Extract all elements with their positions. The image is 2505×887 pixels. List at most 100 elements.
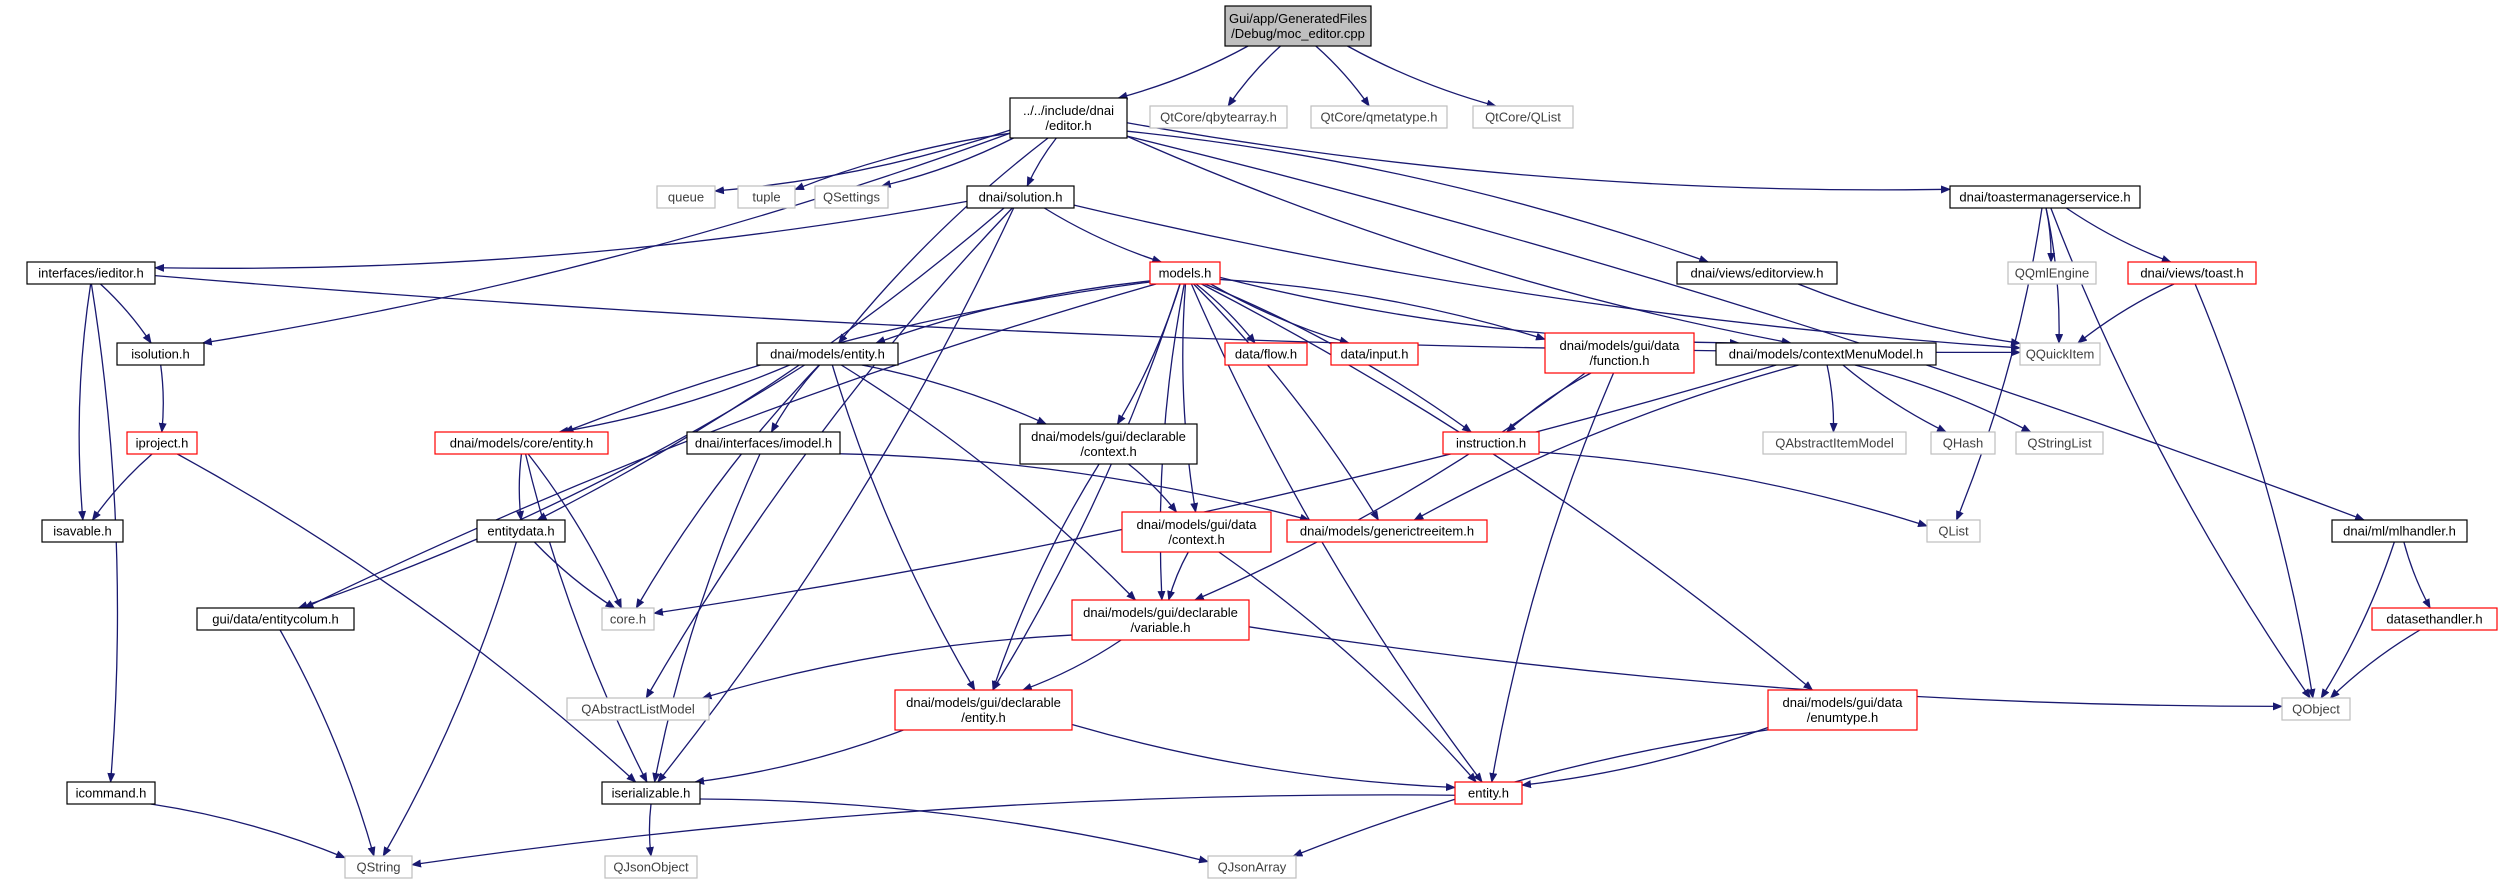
node-box [26, 261, 156, 285]
node-root[interactable]: Gui/app/GeneratedFiles/Debug/moc_editor.… [1224, 5, 1372, 47]
node-label: interfaces/ieditor.h [38, 266, 144, 281]
node-gui_data_function[interactable]: dnai/models/gui/data/function.h [1544, 332, 1695, 374]
edge-ieditor-to-isolution [99, 283, 152, 344]
node-gui_data_context[interactable]: dnai/models/gui/data/context.h [1121, 511, 1272, 553]
edge-models_entity-to-core_h [635, 364, 820, 609]
node-data_flow[interactable]: data/flow.h [1224, 342, 1308, 366]
node-editor_h[interactable]: ../../include/dnai/editor.h [1009, 97, 1128, 139]
node-box [737, 185, 796, 209]
node-qquickitem[interactable]: QQuickItem [2019, 342, 2101, 366]
edge-models_entity-to-gui_decl_entity [831, 364, 976, 691]
node-iserializable[interactable]: iserializable.h [601, 781, 701, 805]
edge-models_h-to-gui_decl_entity [992, 283, 1181, 691]
node-qtcore_qlist[interactable]: QtCore/QList [1472, 105, 1574, 129]
node-qabstractitemmodel[interactable]: QAbstractItemModel [1762, 431, 1907, 455]
node-box [1149, 261, 1221, 285]
edge-models_h-to-data_flow [1195, 283, 1256, 344]
node-core_entity[interactable]: dnai/models/core/entity.h [434, 431, 609, 455]
edge-iproject-to-iserializable [177, 453, 637, 783]
edge-gui_data_enumtype-to-qjsonarray [1292, 729, 1769, 857]
edge-root-to-qmetatype [1315, 45, 1370, 107]
edge-entitydata-to-core_h [533, 541, 616, 609]
edge-root-to-qbytearray [1227, 45, 1281, 107]
node-qbytearray[interactable]: QtCore/qbytearray.h [1149, 105, 1288, 129]
node-data_input[interactable]: data/input.h [1330, 342, 1419, 366]
node-contextmenumodel[interactable]: dnai/models/contextMenuModel.h [1715, 342, 1937, 366]
node-core_h[interactable]: core.h [601, 607, 655, 631]
edge-editor_h-to-contextmenumodel [1126, 135, 1792, 346]
node-imodel[interactable]: dnai/interfaces/imodel.h [686, 431, 841, 455]
node-qlist[interactable]: QList [1926, 519, 1981, 543]
node-qsettings[interactable]: QSettings [814, 185, 889, 209]
node-label: datasethandler.h [2386, 612, 2482, 627]
node-models_entity[interactable]: dnai/models/entity.h [756, 342, 899, 366]
node-label: QJsonObject [613, 860, 689, 875]
edge-solution_h-to-ieditor [154, 200, 968, 272]
node-label: QAbstractListModel [581, 702, 695, 717]
node-qhash[interactable]: QHash [1930, 431, 1996, 455]
node-box [894, 689, 1073, 731]
node-gui_decl_context[interactable]: dnai/models/gui/declarable/context.h [1019, 423, 1198, 465]
node-label: tuple [752, 190, 780, 205]
node-box [116, 342, 205, 366]
edge-iserializable-to-qjsonobject [645, 803, 654, 857]
edge-contextmenumodel-to-core_h [653, 364, 1777, 616]
node-queue[interactable]: queue [656, 185, 716, 209]
node-label: dnai/ml/mlhandler.h [2343, 524, 2456, 539]
node-toast_h[interactable]: dnai/views/toast.h [2127, 261, 2257, 285]
edge-imodel-to-generictreeitem [839, 453, 1311, 522]
node-mlhandler[interactable]: dnai/ml/mlhandler.h [2331, 519, 2468, 543]
node-gui_decl_entity[interactable]: dnai/models/gui/declarable/entity.h [894, 689, 1073, 731]
edge-contextmenumodel-to-qabstractitemmodel [1826, 364, 1838, 433]
node-label: QQuickItem [2026, 347, 2095, 362]
node-qqmlengine[interactable]: QQmlEngine [2007, 261, 2097, 285]
node-label: dnai/models/gui/declarable [1083, 605, 1238, 620]
node-label: iserializable.h [612, 786, 691, 801]
node-qabstractlistmodel[interactable]: QAbstractListModel [566, 697, 710, 721]
node-qjsonobject[interactable]: QJsonObject [604, 855, 698, 879]
node-label: dnai/toastermanagerservice.h [1959, 190, 2130, 205]
dependency-edges [78, 45, 2431, 868]
node-label: dnai/views/editorview.h [1691, 266, 1824, 281]
node-box [1224, 5, 1372, 47]
node-box [1310, 105, 1448, 129]
node-entitycolum[interactable]: gui/data/entitycolum.h [196, 607, 355, 631]
node-toastermanager[interactable]: dnai/toastermanagerservice.h [1949, 185, 2141, 209]
node-box [66, 781, 156, 805]
node-tuple[interactable]: tuple [737, 185, 796, 209]
node-iproject[interactable]: iproject.h [126, 431, 198, 455]
edge-gui_data_enumtype-to-entity_h [1521, 726, 1769, 789]
node-entitydata[interactable]: entitydata.h [476, 519, 566, 543]
node-box [2371, 607, 2498, 631]
node-entity_h[interactable]: entity.h [1454, 781, 1523, 805]
node-qobject[interactable]: QObject [2281, 697, 2351, 721]
node-datasethandler[interactable]: datasethandler.h [2371, 607, 2498, 631]
node-editorview[interactable]: dnai/views/editorview.h [1676, 261, 1838, 285]
node-label: /enumtype.h [1807, 710, 1879, 725]
node-qjsonarray[interactable]: QJsonArray [1207, 855, 1297, 879]
node-box [1715, 342, 1937, 366]
node-box [476, 519, 566, 543]
node-box [1121, 511, 1272, 553]
node-qstringlist[interactable]: QStringList [2015, 431, 2104, 455]
edge-editor_h-to-solution_h [1026, 137, 1057, 187]
node-qstring[interactable]: QString [344, 855, 413, 879]
node-label: entity.h [1468, 786, 1509, 801]
node-qmetatype[interactable]: QtCore/qmetatype.h [1310, 105, 1448, 129]
node-label: /Debug/moc_editor.cpp [1231, 26, 1365, 41]
node-gui_data_enumtype[interactable]: dnai/models/gui/data/enumtype.h [1767, 689, 1918, 731]
edge-models_h-to-data_input [1210, 283, 1350, 345]
node-icommand[interactable]: icommand.h [66, 781, 156, 805]
node-gui_decl_variable[interactable]: dnai/models/gui/declarable/variable.h [1071, 599, 1250, 641]
node-box [1930, 431, 1996, 455]
node-instruction_h[interactable]: instruction.h [1442, 431, 1540, 455]
node-solution_h[interactable]: dnai/solution.h [966, 185, 1075, 209]
edge-models_h-to-generictreeitem [1193, 283, 1379, 521]
node-models_h[interactable]: models.h [1149, 261, 1221, 285]
node-label: dnai/models/generictreeitem.h [1300, 524, 1474, 539]
node-box [1071, 599, 1250, 641]
node-isolution[interactable]: isolution.h [116, 342, 205, 366]
node-isavable[interactable]: isavable.h [41, 519, 124, 543]
node-generictreeitem[interactable]: dnai/models/generictreeitem.h [1286, 519, 1488, 543]
node-ieditor[interactable]: interfaces/ieditor.h [26, 261, 156, 285]
